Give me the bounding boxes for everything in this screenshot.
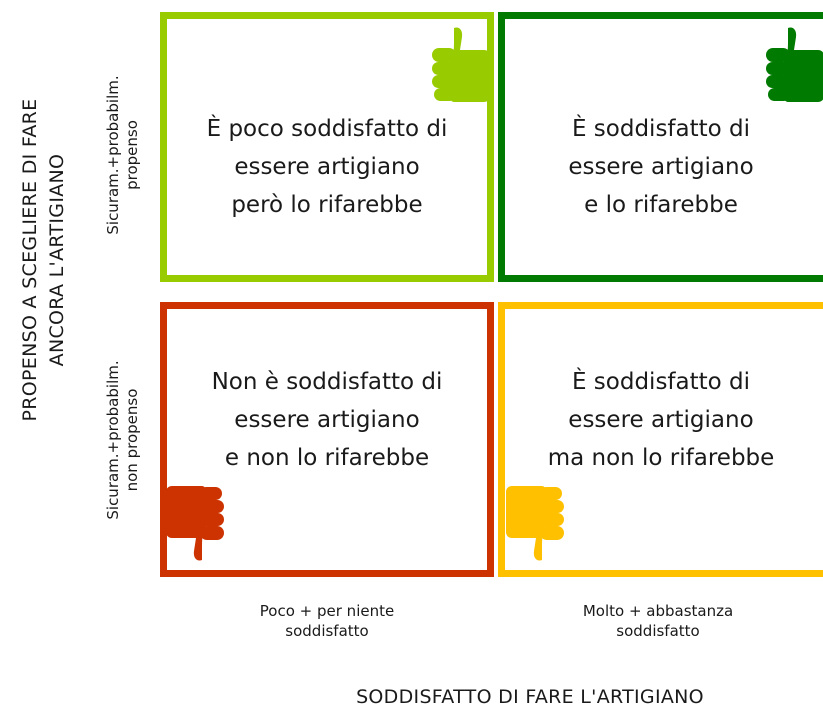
quadrant-text: È poco soddisfatto di essere artigiano p… bbox=[206, 116, 448, 218]
thumbs-up-icon bbox=[432, 26, 490, 104]
column-label-right: Molto + abbastanza soddisfatto bbox=[582, 602, 734, 640]
x-axis-title: SODDISFATTO DI FARE L'ARTIGIANO bbox=[356, 686, 704, 708]
thumbs-down-icon bbox=[506, 484, 564, 562]
quadrant-text: Non è soddisfatto di essere artigiano e … bbox=[211, 368, 443, 471]
y-axis-title: PROPENSO A SCEGLIERE DI FARE ANCORA L'AR… bbox=[19, 98, 68, 422]
thumbs-up-icon bbox=[766, 26, 823, 104]
quadrant-text: È soddisfatto di essere artigiano ma non… bbox=[547, 368, 775, 471]
quadrant-bottom-left: Non è soddisfatto di essere artigiano e … bbox=[160, 302, 494, 577]
column-label-left: Poco + per niente soddisfatto bbox=[259, 602, 395, 640]
quadrant-text: È soddisfatto di essere artigiano e lo r… bbox=[568, 116, 754, 218]
row-label-bottom: Sicuram.+probabilm. non propenso bbox=[104, 360, 141, 520]
quadrant-bottom-right: È soddisfatto di essere artigiano ma non… bbox=[498, 302, 823, 577]
row-label-top: Sicuram.+probabilm. propenso bbox=[104, 75, 141, 235]
quadrant-top-left: È poco soddisfatto di essere artigiano p… bbox=[160, 12, 494, 282]
quadrant-top-right: È soddisfatto di essere artigiano e lo r… bbox=[498, 12, 823, 282]
thumbs-down-icon bbox=[166, 484, 224, 562]
